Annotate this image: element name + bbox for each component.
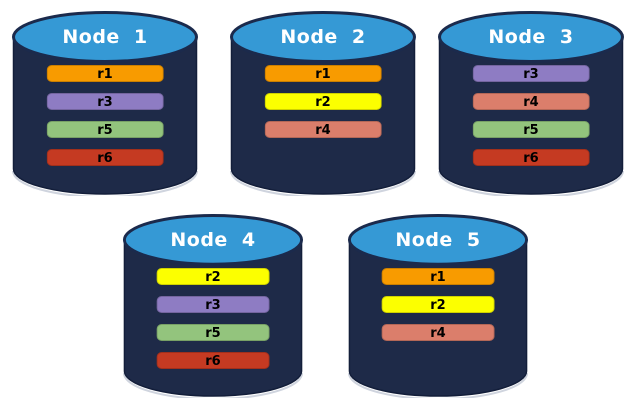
replica-bar-r1: r1 <box>264 65 382 82</box>
replica-bar-r1: r1 <box>46 65 164 82</box>
replica-bar-r3: r3 <box>46 93 164 110</box>
replica-bar-r5: r5 <box>46 121 164 138</box>
node-cylinder-5: Node 5 r1 r2 r4 <box>347 211 529 398</box>
replica-bar-r5: r5 <box>156 324 270 341</box>
cylinder-top <box>122 213 304 266</box>
node-title: Node 1 <box>62 26 148 48</box>
replica-bar-r6: r6 <box>472 149 590 166</box>
replica-bar-r2: r2 <box>264 93 382 110</box>
replica-bar-r1: r1 <box>381 268 495 285</box>
replica-list: r1 r2 r4 <box>381 268 495 352</box>
cylinder-top <box>347 213 529 266</box>
cylinder-top <box>12 11 198 63</box>
node-title: Node 2 <box>280 26 366 48</box>
cylinder-bottom-shadow <box>12 170 198 196</box>
node-cylinder-4: Node 4 r2 r3 r5 r6 <box>122 211 304 398</box>
replica-list: r2 r3 r5 r6 <box>156 268 270 380</box>
node-title: Node 5 <box>395 229 481 251</box>
node-cylinder-1: Node 1 r1 r3 r5 r6 <box>11 8 199 196</box>
replica-bar-r4: r4 <box>264 121 382 138</box>
replica-bar-r6: r6 <box>46 149 164 166</box>
replica-bar-r3: r3 <box>156 296 270 313</box>
cylinder-bottom-shadow <box>347 373 529 398</box>
node-title: Node 3 <box>488 26 574 48</box>
replica-bar-r4: r4 <box>472 93 590 110</box>
replica-bar-r2: r2 <box>156 268 270 285</box>
cylinder-bottom-shadow <box>438 170 624 196</box>
node-cylinder-2: Node 2 r1 r2 r4 <box>229 8 417 196</box>
node-cylinder-3: Node 3 r3 r4 r5 r6 <box>437 8 625 196</box>
replica-bar-r6: r6 <box>156 352 270 369</box>
node-title: Node 4 <box>170 229 256 251</box>
replica-list: r1 r3 r5 r6 <box>46 65 164 177</box>
cylinder-bottom-shadow <box>230 170 416 196</box>
replica-list: r1 r2 r4 <box>264 65 382 149</box>
replica-list: r3 r4 r5 r6 <box>472 65 590 177</box>
replica-bar-r2: r2 <box>381 296 495 313</box>
cylinder-top <box>230 11 416 63</box>
replica-bar-r4: r4 <box>381 324 495 341</box>
replica-bar-r3: r3 <box>472 65 590 82</box>
replica-bar-r5: r5 <box>472 121 590 138</box>
cylinder-bottom-shadow <box>122 373 304 398</box>
cylinder-top <box>438 11 624 63</box>
